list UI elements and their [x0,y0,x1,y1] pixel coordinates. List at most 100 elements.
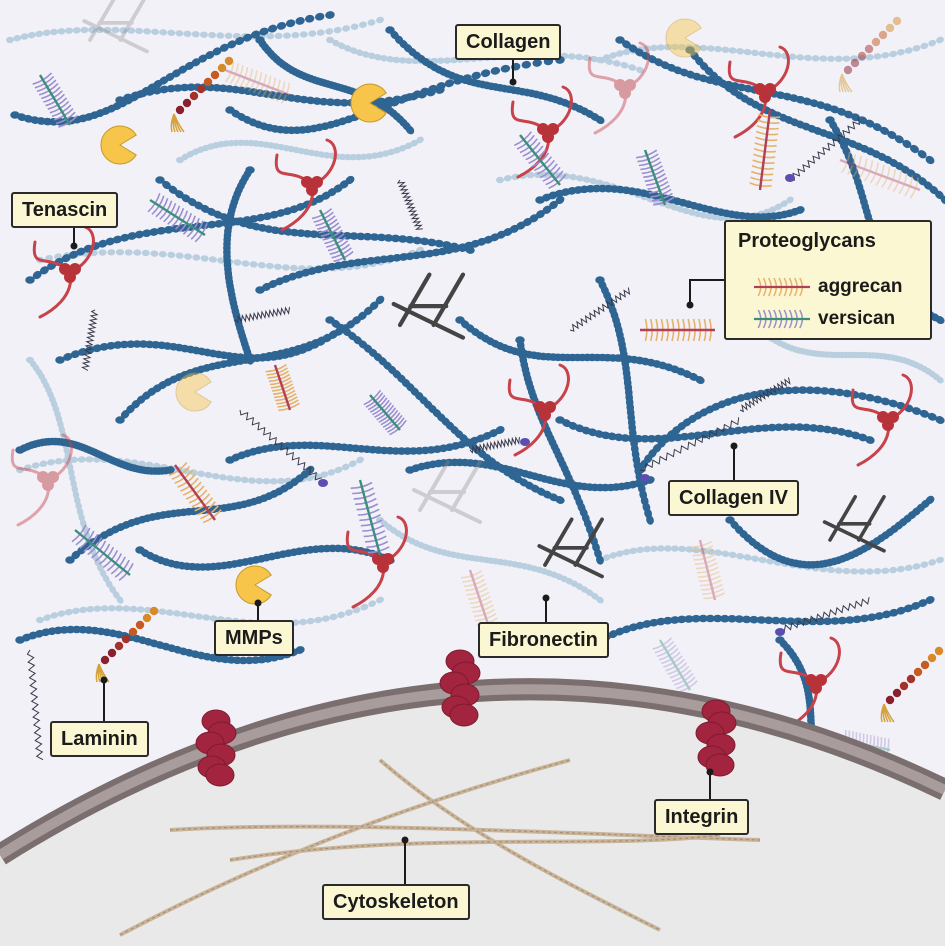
collagen-bead [595,115,605,125]
collagen-bead [736,552,745,560]
collagen-bead [889,566,898,574]
collagen-bead [867,613,877,622]
tenascin-core [882,419,894,431]
collagen-bead [386,55,395,63]
collagen-bead [865,568,874,575]
collagen-bead [834,388,845,397]
collagen-fiber [115,295,385,424]
collagen-bead [706,45,715,52]
collagen-bead [910,601,921,610]
collagen-bead [326,36,334,44]
collagen-bead [575,53,584,61]
collagen-bead [77,456,86,463]
collagen-bead [837,616,848,625]
collagen-bead [859,614,870,623]
collagen-bead [804,54,812,62]
collagen-bead [93,605,102,612]
collagen-bead [419,237,430,246]
collagen-bead [50,612,59,619]
collagen-bead [39,266,49,275]
collagen-bead [98,249,107,256]
collagen-bead [276,22,287,30]
collagen-bead [57,610,66,617]
collagen-bead [166,84,176,93]
pointer-dot [730,442,738,450]
collagen-bead [797,386,808,394]
collagen-bead [912,563,921,570]
collagen-bead [390,98,400,107]
collagen-bead [830,617,840,625]
collagen-bead [283,32,291,39]
laminin-domain [934,646,944,656]
collagen-bead [896,565,905,573]
collagen-bead [130,91,140,100]
collagen-bead [596,56,604,64]
collagen-bead [490,67,501,75]
collagen-bead [54,457,63,465]
collagen-bead [76,247,86,256]
collagen-bead [865,436,875,444]
collagen-bead [404,93,415,101]
collagen-bead [88,26,97,34]
collagen-bead [115,605,123,612]
collagen-bead [23,464,32,471]
collagen-bead [47,459,56,466]
collagen-bead [318,97,329,106]
collagen-bead [212,47,222,56]
collagen-bead [240,476,249,484]
collagen-bead [670,204,679,211]
collagen-bead [904,47,913,54]
collagen-bead [314,12,325,21]
collagen-bead [705,213,714,220]
collagen-bead [471,71,481,80]
collagen-bead [304,14,315,23]
collagen-bead [20,33,29,40]
collagen-bead [649,44,658,52]
collagen-bead [86,605,95,613]
collagen-bead [105,237,115,246]
tenascin-core [64,271,76,283]
collagen-bead [138,89,148,98]
collagen-bead [827,55,835,63]
collagen-bead [569,173,578,181]
collagen-bead [159,85,169,94]
laminin-domain [857,51,867,61]
collagen-bead [356,456,364,464]
laminin-domain [906,674,916,684]
collagen-bead [124,249,133,256]
collagen-bead [122,605,131,612]
collagen-bead [503,174,512,182]
collagen-bead [332,98,343,107]
collagen-bead [874,612,884,620]
collagen-bead [325,11,335,19]
laminin-domain [885,23,895,33]
collagen-bead [852,615,862,624]
collagen-bead [262,477,271,485]
collagen-bead [602,54,611,61]
collagen-bead [416,136,424,144]
collagen-bead [184,253,192,260]
collagen-bead [356,232,366,241]
legend-title: Proteoglycans [738,230,876,252]
collagen-bead [191,30,200,38]
collagen-bead [129,605,138,613]
collagen-bead [567,53,576,60]
collagen-bead [691,614,701,623]
collagen-bead [880,397,891,406]
collagen-bead [596,555,604,565]
collagen-fiber [65,465,315,564]
faint-collagen-fiber [756,326,944,384]
collagen-bead [760,424,770,432]
collagen-bead [427,238,437,247]
collagen-bead [443,57,452,64]
pointer-dot [509,78,517,86]
collagen-bead [699,547,708,555]
collagen-bead [191,58,201,67]
collagen-bead [95,26,104,33]
collagen-bead [756,616,767,624]
collagen-bead [273,263,282,271]
collagen-bead [116,249,124,256]
collagen-bead [699,44,708,52]
collagen-bead [894,135,904,144]
collagen-bead [920,42,929,50]
